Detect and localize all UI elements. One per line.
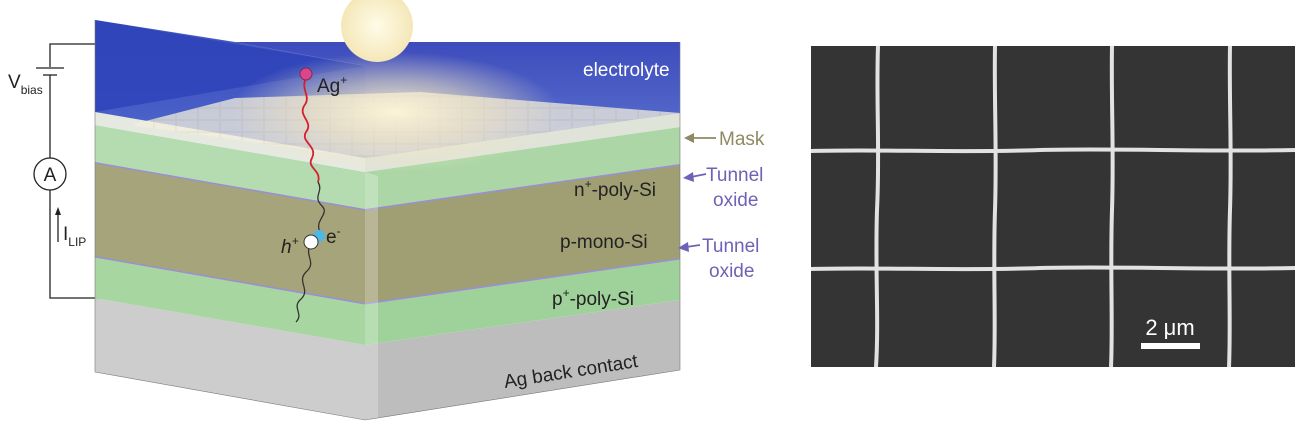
sem-grid — [811, 46, 1295, 367]
tunnel-oxide-label-line1: Tunnel — [702, 236, 759, 257]
scale-bar — [1141, 343, 1200, 349]
ag-ion — [299, 67, 313, 81]
grid-line-horizontal — [811, 147, 1295, 154]
tunnel-oxide-label-line2: oxide — [709, 261, 754, 282]
p-poly-front-left — [95, 256, 365, 345]
cell-outline — [94, 20, 681, 421]
voltage-label: Vbias — [8, 72, 43, 97]
hole-dot — [303, 234, 319, 250]
n-poly-front-left — [95, 125, 365, 209]
electron-label: e- — [326, 224, 341, 248]
electrolyte-label: electrolyte — [583, 60, 670, 81]
mask-arrowhead — [684, 133, 694, 143]
grid-line-horizontal — [811, 265, 1295, 272]
hole-label: h+ — [281, 234, 299, 258]
scale-bar-label: 2 μm — [1145, 315, 1194, 340]
notch-face — [365, 172, 378, 420]
p-poly-front-right — [365, 258, 680, 345]
grid-line-vertical — [992, 46, 998, 367]
back-contact-front-right — [365, 300, 680, 420]
tunnel-oxide-annotation-1: Tunnel oxide — [683, 165, 763, 211]
tunnel-oxide-label-line1: Tunnel — [706, 165, 763, 186]
n-poly-front-right — [365, 127, 680, 209]
p-poly-label: p+-poly-Si — [552, 286, 634, 310]
mask-annotation: Mask — [684, 129, 765, 150]
current-arrowhead — [55, 207, 61, 215]
electron-path — [317, 181, 325, 233]
grid-line-vertical — [874, 46, 881, 367]
ion-path — [301, 77, 320, 183]
solar-cell-schematic: Vbias A ILIP — [8, 0, 765, 421]
light-glow — [230, 52, 560, 172]
grid-line-vertical — [1109, 46, 1115, 367]
hole-path — [295, 243, 313, 323]
sem-background — [811, 46, 1295, 367]
tunnel-oxide-label-line2: oxide — [713, 190, 758, 211]
p-mono-label: p-mono-Si — [560, 232, 648, 253]
electrolyte-top — [95, 20, 365, 112]
ammeter-label: A — [44, 165, 57, 186]
tunnel-oxide-arrowhead — [678, 242, 689, 252]
current-label: ILIP — [63, 224, 86, 249]
back-contact-front-left — [95, 298, 365, 420]
tunnel-oxide-annotation-2: Tunnel oxide — [678, 236, 759, 282]
mask-label: Mask — [719, 129, 765, 150]
ion-label: Ag+ — [317, 73, 347, 97]
sem-micrograph: 2 μm — [811, 46, 1295, 367]
n-poly-label: n+-poly-Si — [574, 177, 656, 201]
tunnel-oxide-arrowhead — [683, 172, 694, 182]
grid-line-vertical — [1227, 46, 1233, 367]
tunnel-oxide-arrow — [690, 173, 707, 178]
light-source — [341, 0, 413, 62]
